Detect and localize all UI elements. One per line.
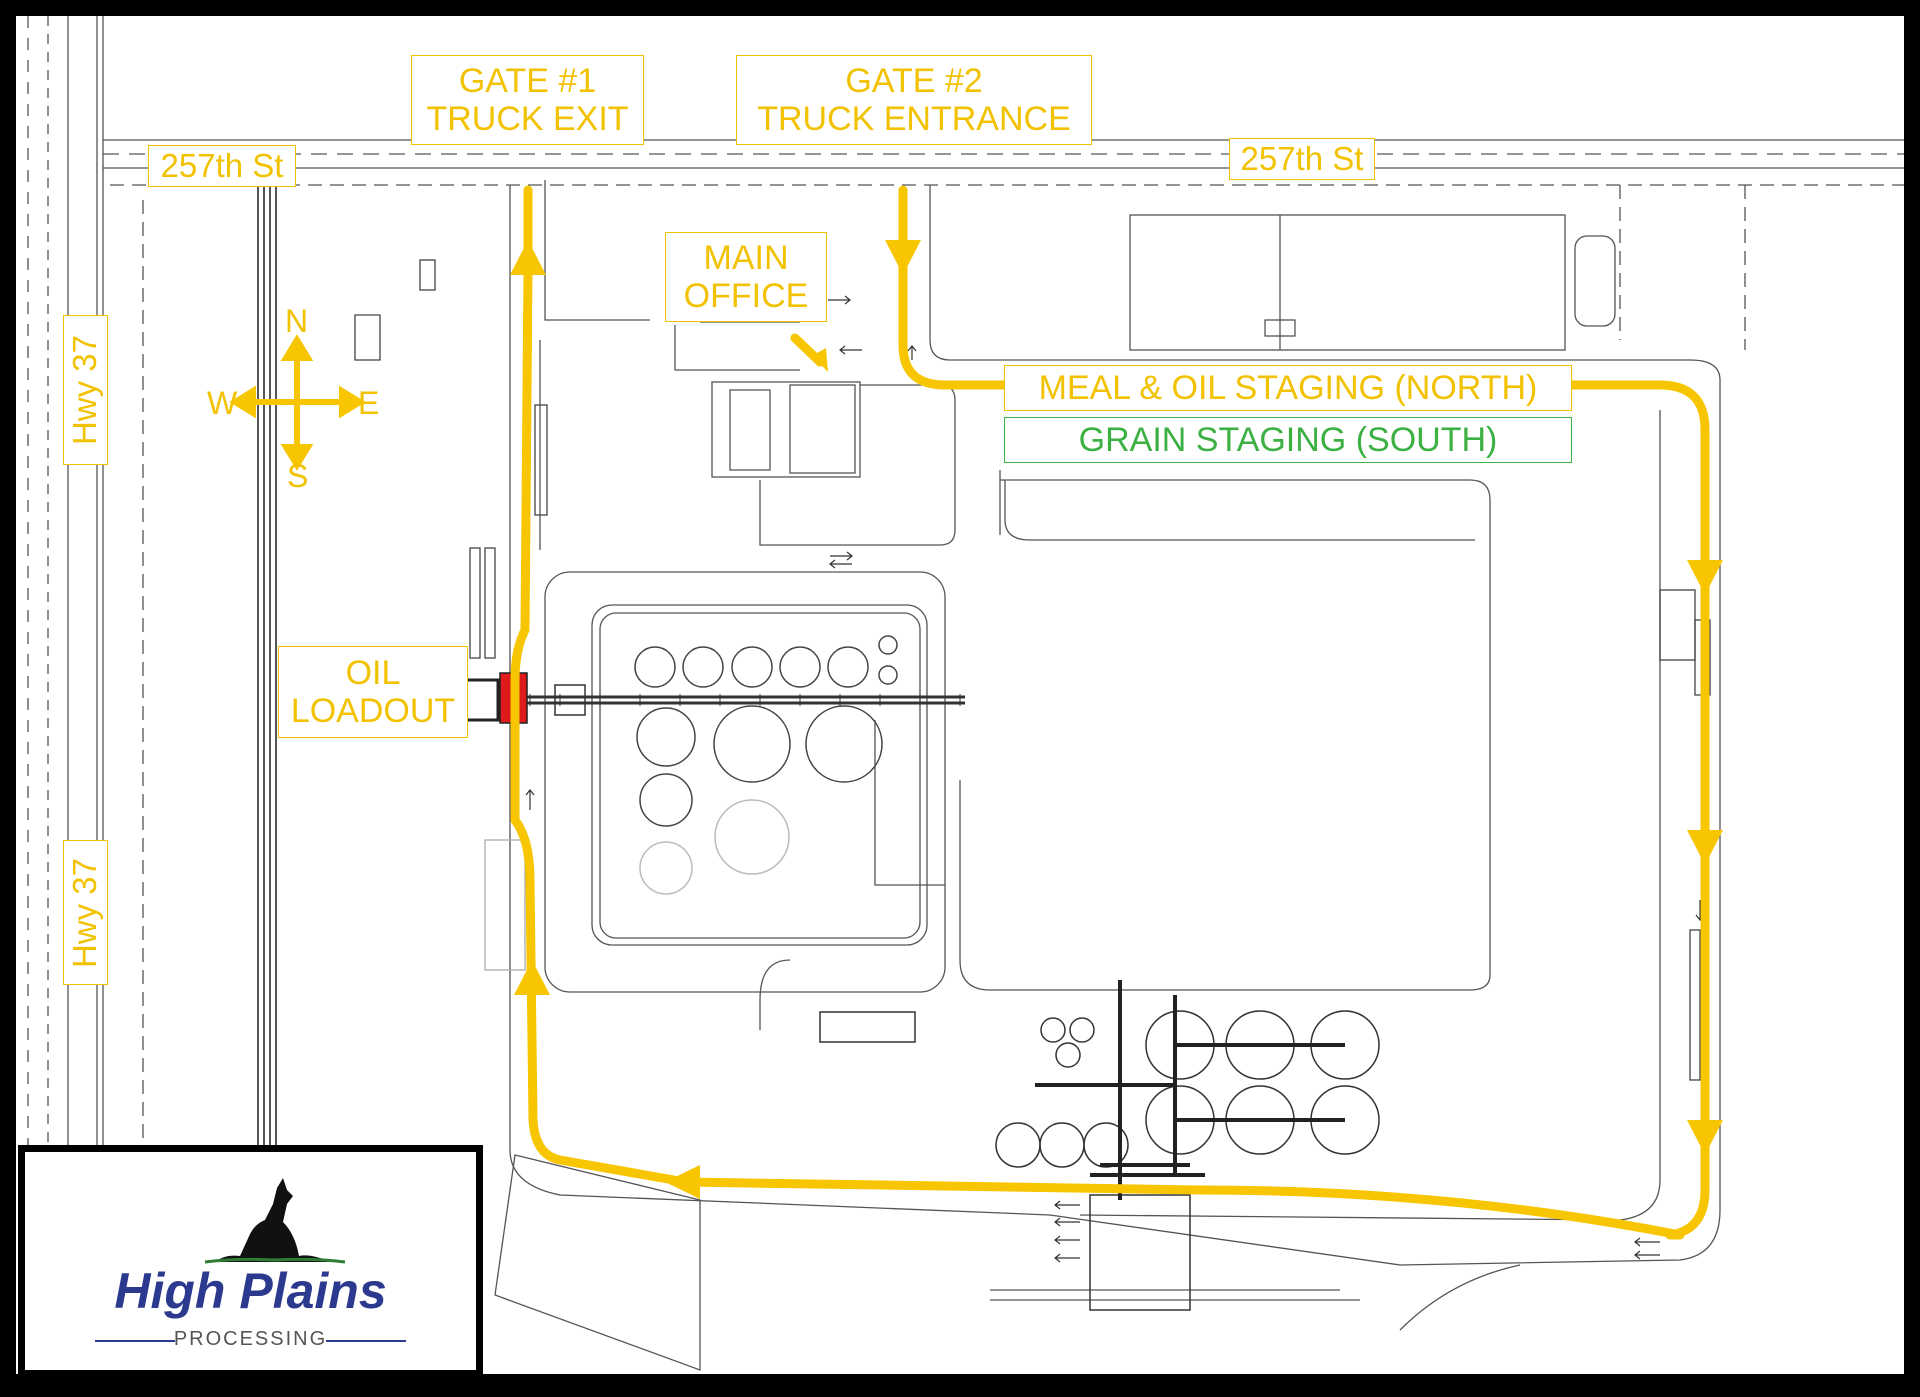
gate2-line2: TRUCK ENTRANCE (757, 100, 1071, 138)
compass-icon (229, 334, 366, 471)
coyote-logo-icon (204, 1178, 346, 1264)
linework (27, 16, 1904, 1374)
compass-south: S (287, 458, 309, 494)
compass-north: N (285, 303, 309, 339)
oil-line1: OIL (345, 653, 401, 692)
main-office-label: MAIN OFFICE (665, 232, 827, 322)
office-line2: OFFICE (683, 277, 809, 315)
street-label-west: 257th St (148, 145, 296, 187)
grain-staging-label: GRAIN STAGING (SOUTH) (1004, 417, 1572, 463)
logo-rule-left (95, 1340, 175, 1342)
logo-name: High Plains (114, 1263, 387, 1319)
meal-oil-staging-label: MEAL & OIL STAGING (NORTH) (1004, 365, 1572, 411)
gate1-line2: TRUCK EXIT (426, 100, 629, 138)
compass-west: W (207, 385, 238, 421)
route-arrowheads (510, 240, 1723, 1199)
hwy-label-lower: Hwy 37 (63, 840, 108, 985)
gate1-line1: GATE #1 (458, 61, 597, 100)
office-line1: MAIN (703, 238, 789, 277)
logo-panel: High Plains PROCESSING (18, 1145, 483, 1377)
direction-arrow-icon (525, 295, 1705, 1263)
pipe-rack (525, 695, 965, 705)
oil-loadout-label: OIL LOADOUT (278, 646, 468, 738)
gate2-label: GATE #2 TRUCK ENTRANCE (736, 55, 1092, 145)
compass-east: E (358, 385, 380, 421)
logo-subtitle: PROCESSING (173, 1328, 328, 1350)
oil-line2: LOADOUT (290, 692, 456, 730)
logo-rule-right (326, 1340, 406, 1342)
pipe-rack-ties (529, 694, 961, 706)
street-label-east: 257th St (1229, 138, 1375, 180)
gate2-line1: GATE #2 (845, 61, 983, 100)
hwy-label-upper: Hwy 37 (63, 315, 108, 465)
gate1-label: GATE #1 TRUCK EXIT (411, 55, 644, 145)
oil-tanks (634, 635, 898, 895)
grain-conveyors (1035, 980, 1345, 1200)
